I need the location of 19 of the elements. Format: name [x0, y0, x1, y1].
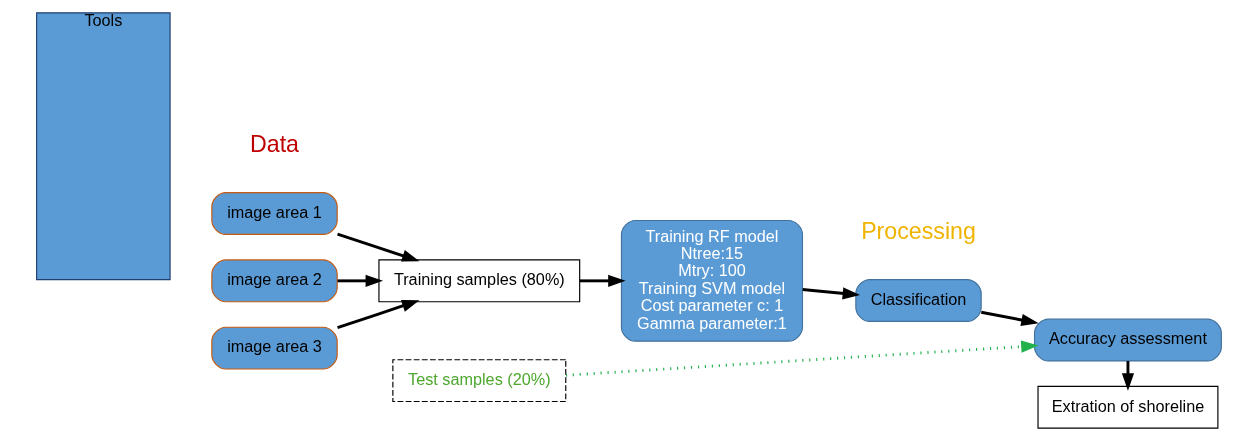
node-box: Test samples (20%): [392, 359, 567, 403]
node-box: image area 3: [211, 326, 338, 370]
arrow: [337, 274, 383, 287]
arrow: [337, 300, 420, 329]
node-box: Extration of shoreline: [1037, 385, 1219, 429]
node-box: Accuracy assessment: [1033, 318, 1222, 362]
node-box: Training RF model Ntree:15 Mtry: 100 Training SVM model Cost parameter c: 1 Gamma parameter:1: [620, 219, 804, 342]
node-box: Classification: [855, 279, 982, 323]
label: Data: [250, 131, 300, 158]
node-box: Training samples (80%): [378, 259, 581, 303]
arrow: [802, 287, 861, 300]
node-box: image area 2: [211, 259, 338, 303]
node-box: Tools: [36, 12, 171, 281]
arrow: [579, 274, 626, 287]
arrow: [337, 232, 420, 262]
label: Processing: [861, 218, 976, 245]
arrow: [565, 340, 1039, 377]
node-box: image area 1: [211, 192, 338, 235]
arrow: [981, 310, 1039, 326]
